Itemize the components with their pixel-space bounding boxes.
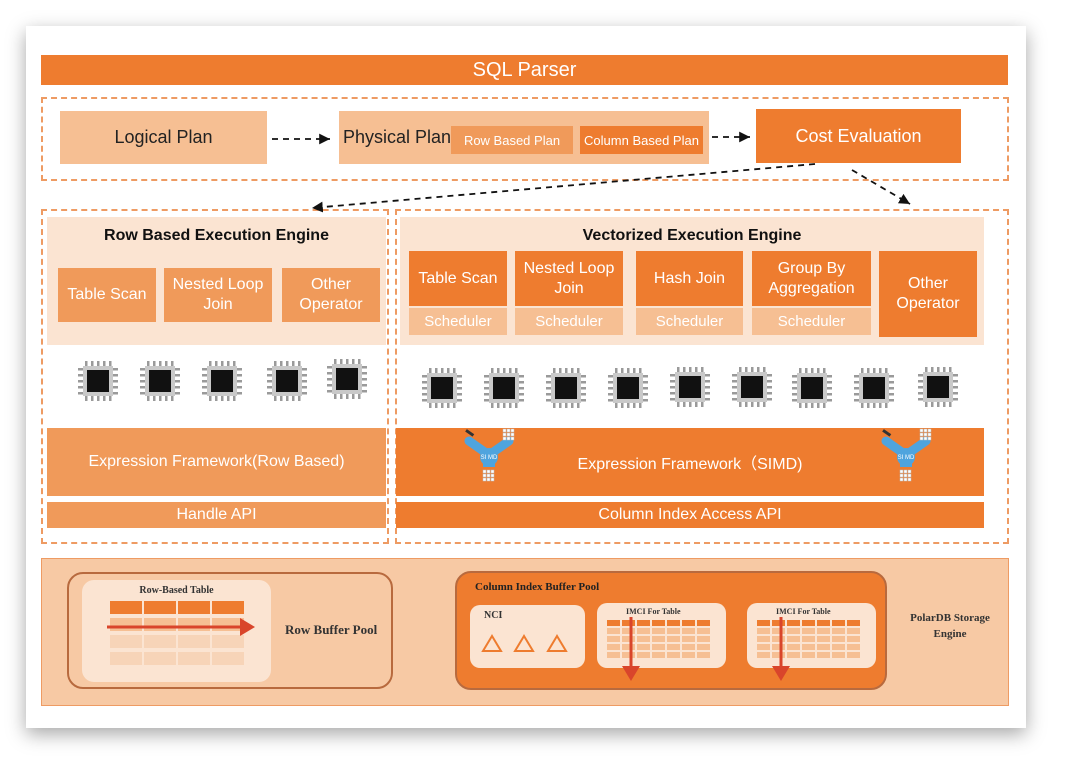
row-op-table-scan-label: Table Scan — [67, 286, 147, 303]
vec-expression-framework-label: Expression Framework（SIMD) — [577, 456, 803, 473]
row-op-table-scan: Table Scan — [58, 268, 156, 322]
row-op-other-operator-label: Other Operator — [299, 276, 363, 313]
vec-op-table-scan-label: Table Scan — [418, 269, 498, 287]
row-op-other-operator: Other Operator — [282, 268, 380, 322]
nci-box — [470, 605, 585, 668]
row-based-plan-box: Row Based Plan — [451, 126, 573, 154]
imci-column-table-grid — [607, 620, 710, 658]
logical-plan-label: Logical Plan — [114, 127, 213, 147]
simd-y-icon: SI MD — [464, 428, 515, 482]
imci-table-label-1: IMCI For Table — [626, 607, 681, 616]
planning-stage — [41, 97, 1009, 181]
cpu-chip-icon — [732, 367, 772, 407]
column-index-access-api-label: Column Index Access API — [598, 506, 782, 523]
column-based-plan-label: Column Based Plan — [584, 132, 699, 148]
nci-triangle-icon — [481, 634, 503, 652]
cpu-chip-icon — [327, 359, 367, 399]
cost-evaluation-box: Cost Evaluation — [756, 109, 961, 163]
vec-op-table-scan-head: Table Scan — [409, 251, 507, 306]
cpu-chip-icon — [267, 361, 307, 401]
row-engine-container — [41, 209, 389, 544]
simd-y-icon: SI MD — [881, 428, 932, 482]
polardb-storage-engine-label: PolarDB Storage Engine — [910, 612, 990, 640]
scheduler-label: Scheduler — [777, 313, 846, 330]
imci-column-table-grid — [757, 620, 860, 658]
vec-op-hash-join-scheduler: Scheduler — [636, 308, 743, 335]
physical-plan-box: Physical Plan Row Based Plan Column Base… — [339, 111, 709, 164]
handle-api-label: Handle API — [176, 506, 257, 523]
vec-op-hash-join: Hash Join Scheduler — [636, 251, 743, 337]
handle-api-bar: Handle API — [47, 502, 386, 528]
cpu-chip-icon — [918, 367, 958, 407]
simd-label: SI MD — [481, 455, 498, 461]
cpu-chip-icon — [422, 368, 462, 408]
cpu-chip-icon — [202, 361, 242, 401]
column-based-plan-box: Column Based Plan — [580, 126, 703, 154]
vec-op-nested-loop-join-head: Nested Loop Join — [515, 251, 623, 306]
cpu-chip-icon — [670, 367, 710, 407]
nci-triangle-icon — [513, 634, 535, 652]
vec-op-group-by-aggregation-head: Group By Aggregation — [752, 251, 871, 306]
vec-op-nested-loop-join-label: Nested Loop Join — [523, 259, 615, 297]
column-index-buffer-pool-label: Column Index Buffer Pool — [475, 581, 600, 593]
arrow-cost-to-row-engine — [311, 163, 816, 213]
sql-parser-label: SQL Parser — [472, 58, 577, 81]
vec-op-hash-join-head: Hash Join — [636, 251, 743, 306]
row-buffer-pool — [67, 572, 393, 689]
row-buffer-pool-label: Row Buffer Pool — [285, 622, 378, 637]
row-expression-framework-label: Expression Framework(Row Based) — [88, 453, 345, 470]
vec-op-group-by-aggregation-label: Group By Aggregation — [768, 259, 855, 297]
row-op-nested-loop-join-label: Nested Loop Join — [172, 276, 264, 313]
arrow-cost-to-vec-engine — [851, 169, 911, 205]
vec-op-table-scan-scheduler: Scheduler — [409, 308, 507, 335]
sql-parser-bar: SQL Parser — [41, 55, 1008, 85]
vec-op-group-by-aggregation: Group By Aggregation Scheduler — [752, 251, 871, 337]
vec-op-group-by-aggregation-scheduler: Scheduler — [752, 308, 871, 335]
row-engine-title: Row Based Execution Engine — [104, 227, 329, 244]
scheduler-label: Scheduler — [535, 313, 603, 330]
column-index-access-api-bar: Column Index Access API — [396, 502, 984, 528]
vec-op-other-operator: Other Operator — [879, 251, 977, 337]
vec-op-other-operator-label: Other Operator — [896, 275, 960, 312]
nci-label: NCI — [484, 610, 503, 621]
scheduler-label: Scheduler — [655, 313, 724, 330]
row-based-table-label: Row-Based Table — [139, 584, 214, 596]
row-op-nested-loop-join: Nested Loop Join — [164, 268, 272, 322]
cpu-chip-icon — [546, 368, 586, 408]
cpu-chip-icon — [140, 361, 180, 401]
cpu-chip-icon — [484, 368, 524, 408]
vec-op-nested-loop-join: Nested Loop Join Scheduler — [515, 251, 623, 337]
cost-evaluation-label: Cost Evaluation — [795, 125, 922, 146]
nci-triangle-icon — [546, 634, 568, 652]
vec-op-nested-loop-join-scheduler: Scheduler — [515, 308, 623, 335]
row-expression-framework: Expression Framework(Row Based) — [47, 428, 386, 496]
cpu-chip-icon — [78, 361, 118, 401]
vec-op-table-scan: Table Scan Scheduler — [409, 251, 507, 337]
logical-plan-box: Logical Plan — [60, 111, 267, 164]
cpu-chip-icon — [792, 368, 832, 408]
row-based-table-grid — [110, 601, 244, 665]
vec-engine-container — [395, 209, 1009, 544]
cpu-chip-icon — [608, 368, 648, 408]
simd-label: SI MD — [898, 455, 915, 461]
physical-plan-label: Physical Plan — [343, 127, 452, 147]
vec-op-hash-join-label: Hash Join — [653, 269, 726, 287]
row-based-plan-label: Row Based Plan — [463, 132, 561, 148]
imci-table-label-2: IMCI For Table — [776, 607, 831, 616]
cpu-chip-icon — [854, 368, 894, 408]
scheduler-label: Scheduler — [424, 313, 492, 330]
vec-engine-title: Vectorized Execution Engine — [582, 227, 802, 244]
